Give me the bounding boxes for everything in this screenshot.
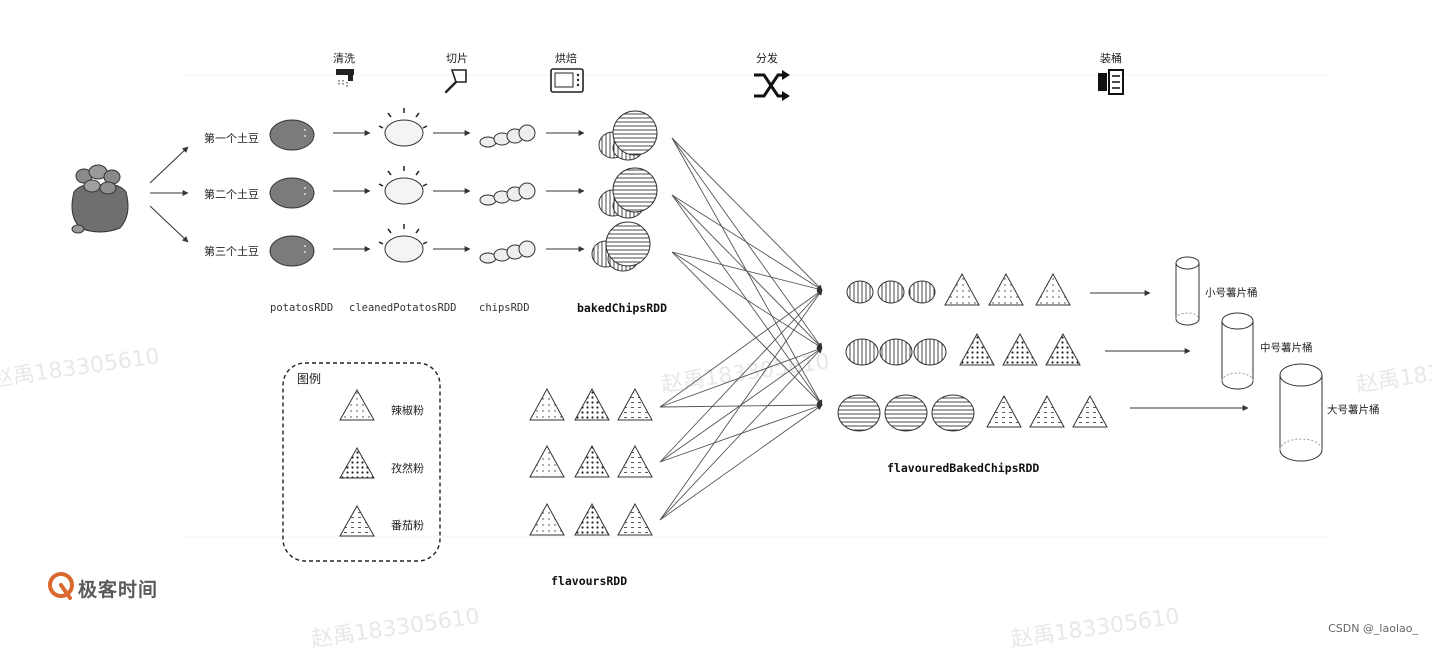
- step-label-bake: 烘焙: [555, 52, 577, 65]
- bucket-label-medium: 中号薯片桶: [1260, 342, 1313, 354]
- legend-symbols: [339, 388, 375, 537]
- step-label-bucket: 装桶: [1100, 52, 1122, 65]
- rdd-label-chips: chipsRDD: [479, 302, 530, 314]
- bucket-icon: [1098, 69, 1124, 95]
- legend-item-label: 番茄粉: [391, 519, 424, 532]
- legend-item-label: 孜然粉: [391, 462, 424, 475]
- potato-label: 第二个土豆: [204, 188, 259, 201]
- bucket-label-small: 小号薯片桶: [1205, 287, 1258, 299]
- microwave-icon: [550, 68, 584, 93]
- rdd-label-cleaned: cleanedPotatosRDD: [349, 302, 457, 314]
- flavoured-chips: [837, 272, 1108, 432]
- step-label-shuffle: 分发: [756, 52, 778, 65]
- brand-name: 极客时间: [78, 579, 159, 601]
- medium-bucket-icon: [1221, 312, 1254, 390]
- legend-item-label: 辣椒粉: [391, 404, 424, 417]
- shower-icon: [336, 69, 354, 88]
- rdd-label-flavoured: flavouredBakedChipsRDD: [887, 461, 1040, 475]
- step-label-wash: 清洗: [333, 52, 355, 65]
- legend-title: 图例: [297, 372, 322, 386]
- cleaver-icon: [444, 69, 467, 94]
- potato-sack-icon: [71, 164, 129, 234]
- large-bucket-icon: [1279, 363, 1323, 462]
- rdd-label-potatos: potatosRDD: [270, 302, 334, 314]
- rdd-label-flavours: flavoursRDD: [551, 574, 628, 588]
- bucket-label-large: 大号薯片桶: [1327, 404, 1380, 416]
- step-label-slice: 切片: [446, 52, 468, 65]
- small-bucket-icon: [1175, 256, 1200, 326]
- rdd-label-baked: bakedChipsRDD: [577, 301, 668, 315]
- flavours-grid: [529, 387, 653, 536]
- shuffle-icon: [754, 70, 790, 101]
- credit-text: CSDN @_laolao_: [1328, 622, 1418, 635]
- legend-box: [282, 362, 441, 562]
- potato-label: 第一个土豆: [204, 132, 259, 145]
- shuffle-arrows: [659, 137, 823, 521]
- geektime-logo-icon: [48, 572, 74, 600]
- potato-label: 第三个土豆: [204, 245, 259, 258]
- potato-rows: [269, 108, 658, 272]
